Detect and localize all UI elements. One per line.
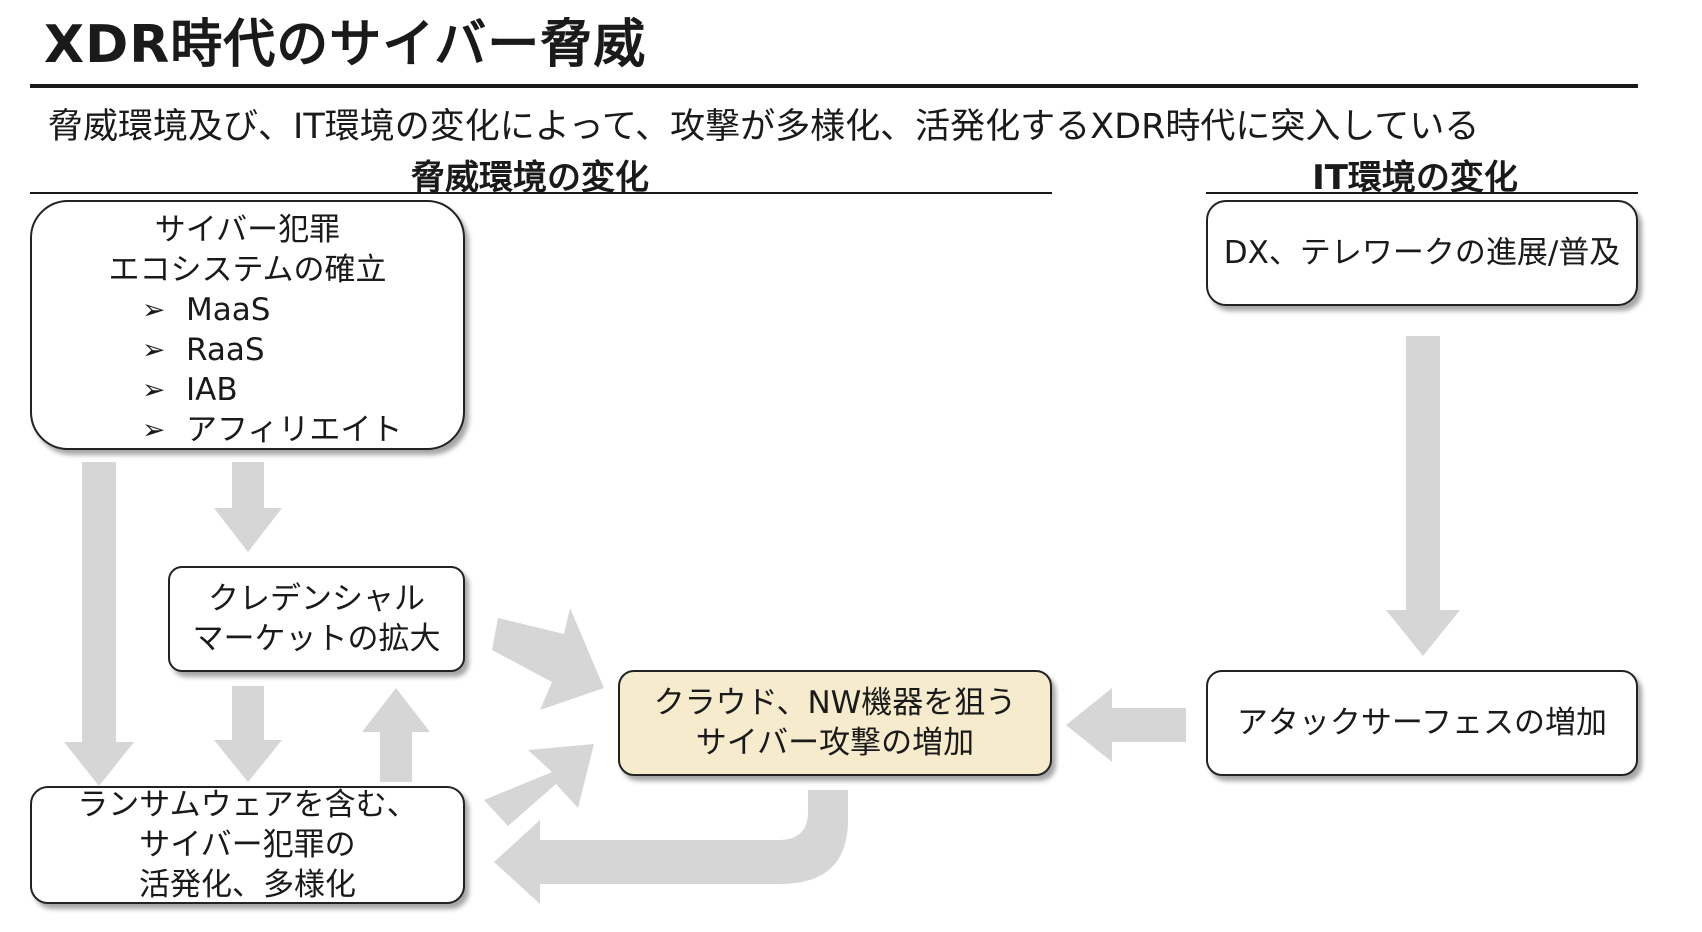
arrow-ransom-to-cred [362,688,430,782]
credential-line1: クレデンシャル [208,581,425,617]
dx-line1: DX、テレワークの進展/普及 [1223,235,1621,271]
arrow-eco-to-cred [214,462,282,552]
ransomware-line2: サイバー犯罪の [139,827,356,863]
arrow-cred-to-ransom [214,686,282,782]
ecosystem-line2: エコシステムの確立 [108,252,387,288]
credential-market-box: クレデンシャル マーケットの拡大 [168,566,465,672]
arrowhead-bullet-icon: ➢ [142,373,166,406]
arrow-cloud-to-ransom [494,790,848,904]
list-item: ➢ アフィリエイト [142,410,402,450]
ecosystem-line1: サイバー犯罪 [154,212,341,248]
section-heading-it: IT環境の変化 [1312,158,1518,198]
bullet-label: RaaS [186,332,265,368]
list-item: ➢ IAB [142,370,402,410]
attack-surface-line1: アタックサーフェスの増加 [1236,705,1608,741]
ecosystem-box: サイバー犯罪 エコシステムの確立 ➢ MaaS ➢ RaaS ➢ IAB ➢ アフィリエ… [30,200,465,450]
page-subtitle: 脅威環境及び、IT環境の変化によって、攻撃が多様化、活発化するXDR時代に突入し… [48,107,1480,147]
credential-line2: マーケットの拡大 [192,621,441,657]
bullet-label: MaaS [186,292,271,328]
section-heading-threat: 脅威環境の変化 [411,158,649,198]
arrow-ransom-to-cloud [484,744,594,826]
bullet-label: アフィリエイト [186,412,403,448]
ecosystem-bullet-list: ➢ MaaS ➢ RaaS ➢ IAB ➢ アフィリエイト [142,290,402,450]
ransomware-line1: ランサムウェアを含む、 [77,787,418,823]
cloud-line1: クラウド、NW機器を狙う [653,685,1017,721]
page-title: XDR時代のサイバー脅威 [44,15,647,75]
arrow-dx-to-attack [1386,336,1460,656]
attack-surface-box: アタックサーフェスの増加 [1206,670,1638,776]
section-divider-threat [30,192,1052,194]
arrowhead-bullet-icon: ➢ [142,413,166,446]
arrow-attack-to-cloud [1066,688,1186,762]
cloud-line2: サイバー攻撃の増加 [695,725,975,761]
list-item: ➢ MaaS [142,290,402,330]
ransomware-line3: 活発化、多様化 [139,867,356,903]
cloud-attack-box: クラウド、NW機器を狙う サイバー攻撃の増加 [618,670,1052,776]
bullet-label: IAB [186,372,238,408]
arrowhead-bullet-icon: ➢ [142,293,166,326]
ransomware-box: ランサムウェアを含む、 サイバー犯罪の 活発化、多様化 [30,786,465,904]
arrow-cred-to-cloud [492,608,604,710]
dx-telework-box: DX、テレワークの進展/普及 [1206,200,1638,306]
arrowhead-bullet-icon: ➢ [142,333,166,366]
title-divider [30,84,1638,88]
section-divider-it [1206,192,1638,194]
arrow-eco-to-ransom [64,462,134,786]
list-item: ➢ RaaS [142,330,402,370]
